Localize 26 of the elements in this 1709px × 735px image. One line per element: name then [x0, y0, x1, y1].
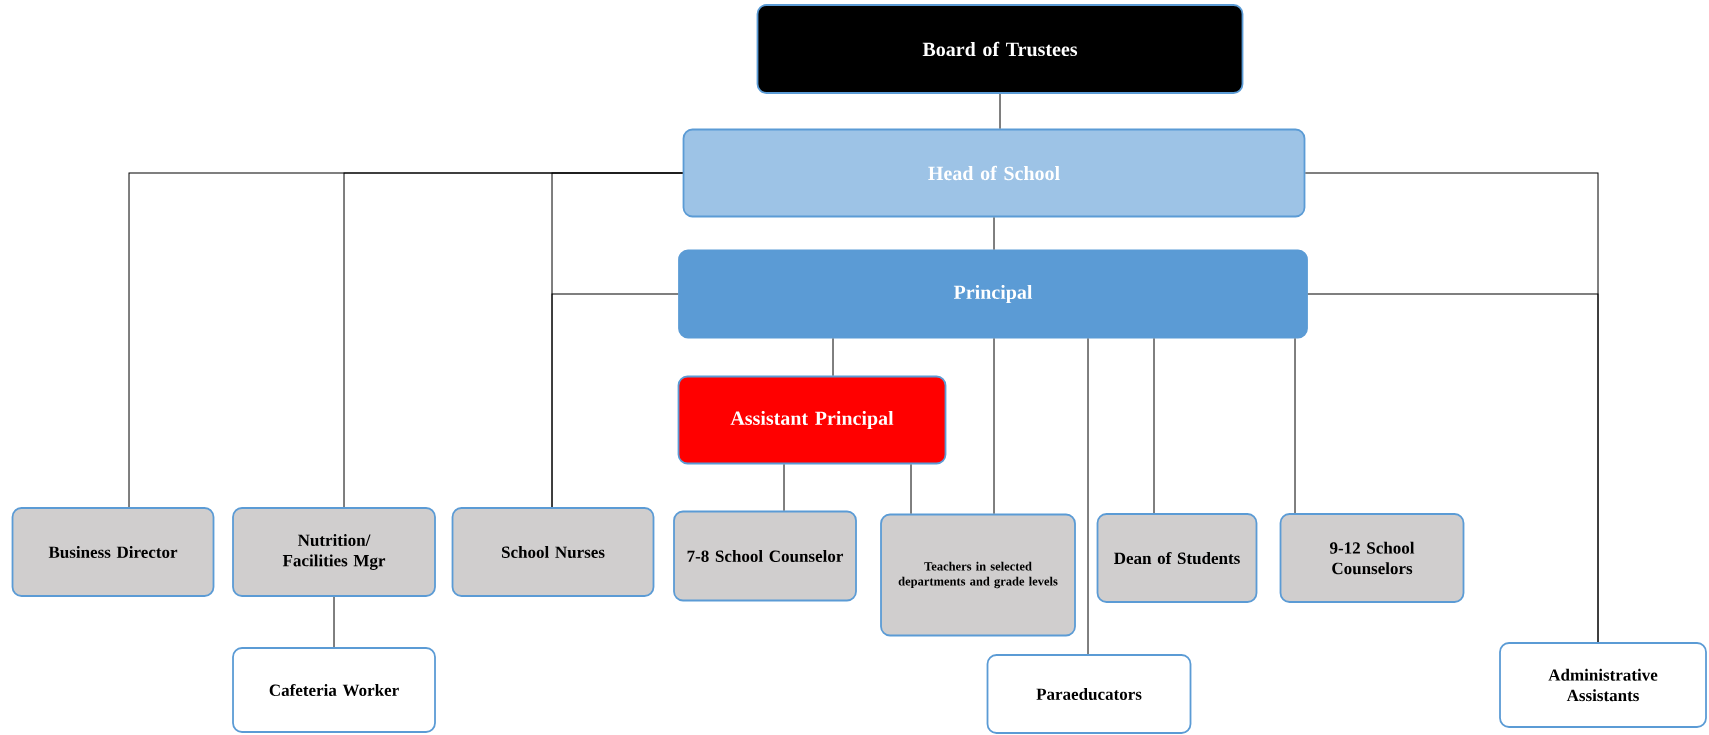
role-box: Administrative Assistants	[1499, 642, 1707, 728]
role-box: Paraeducators	[986, 654, 1192, 734]
connector-line	[551, 293, 679, 508]
role-box: Head of School	[682, 128, 1306, 218]
connector-line	[333, 596, 335, 648]
connector-line	[1294, 337, 1296, 514]
role-box: Assistant Principal	[677, 375, 947, 465]
role-box: Cafeteria Worker	[232, 647, 436, 733]
role-box: Nutrition/ Facilities Mgr	[232, 507, 436, 597]
connector-line	[910, 463, 912, 515]
connector-line	[993, 216, 995, 251]
connector-line	[993, 337, 995, 515]
role-box: Principal	[678, 249, 1308, 339]
role-box: 9-12 School Counselors	[1279, 513, 1465, 603]
role-box: Business Director	[11, 507, 215, 597]
role-box: Teachers in selected departments and grade levels	[880, 513, 1076, 637]
connector-line	[999, 93, 1001, 130]
connector-line	[1307, 293, 1599, 643]
title-box: Board of Trustees	[756, 4, 1244, 94]
connector-line	[1153, 337, 1155, 514]
role-box: Dean of Students	[1096, 513, 1258, 603]
connector-line	[1087, 337, 1089, 655]
connector-line	[832, 337, 834, 377]
role-box: 7-8 School Counselor	[673, 510, 857, 602]
role-box: School Nurses	[451, 507, 655, 597]
connector-line	[783, 463, 785, 512]
